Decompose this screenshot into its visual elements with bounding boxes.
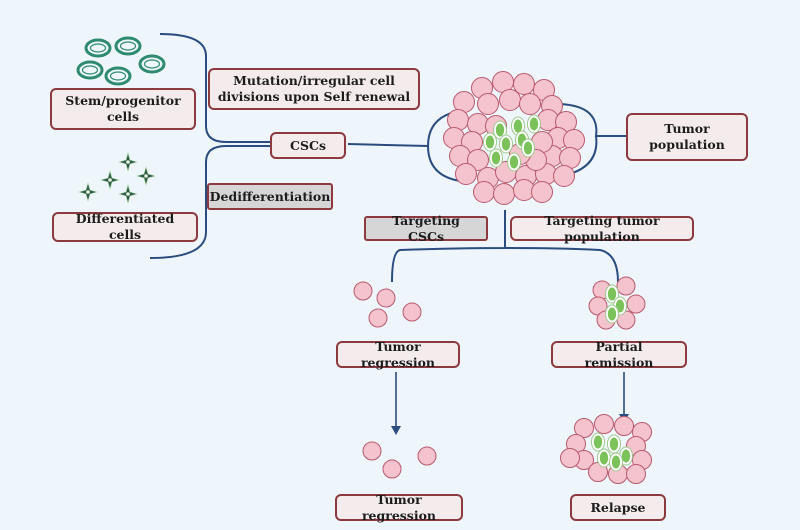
tumor-cell-icon: [626, 294, 646, 314]
cancer-stem-cell-icon: [597, 448, 611, 468]
differentiated-star-cell-icon: [99, 169, 121, 191]
tumor-cell-icon: [353, 281, 373, 301]
tumor-cell-icon: [563, 129, 585, 151]
tumor-cell-icon: [447, 109, 469, 131]
cscs-label: CSCs: [270, 132, 346, 159]
stem-cell-ring-icon: [114, 36, 142, 56]
stem-progenitor-label: Stem/progenitor cells: [50, 88, 196, 130]
tumor-cell-icon: [417, 446, 437, 466]
cancer-stem-cell-icon: [591, 432, 605, 452]
partial-remission-label: Partial remission: [551, 339, 687, 370]
regression-cells-upper: [353, 281, 422, 328]
regression-arrow-head: [391, 426, 401, 435]
targeting-cscs-label: Targeting CSCs: [364, 213, 488, 244]
tumor-cell-icon: [519, 93, 541, 115]
tumor-population-label: Tumor population: [626, 113, 748, 161]
tumor-cell-icon: [553, 165, 575, 187]
cancer-stem-cell-icon: [483, 132, 497, 152]
cancer-stem-cell-icon: [609, 452, 623, 472]
tumor-cell-icon: [499, 89, 521, 111]
tumor-regression-final-label: Tumor regression: [335, 492, 463, 523]
relapse-cluster: [560, 414, 652, 484]
tumor-cell-icon: [473, 181, 495, 203]
stem-cell-ring-icon: [84, 38, 112, 58]
differentiated-star-cell-icon: [77, 181, 99, 203]
differentiated-star-cell-icon: [117, 183, 139, 205]
tumor-cell-icon: [467, 149, 489, 171]
cancer-stem-cell-icon: [511, 116, 525, 136]
cancer-stem-cell-icon: [605, 284, 619, 304]
differentiated-cells-group: [77, 151, 157, 205]
tumor-cell-icon: [362, 441, 382, 461]
mutation-label: Mutation/irregular cell divisions upon S…: [208, 68, 420, 110]
csc-to-tumor-connector: [347, 143, 429, 147]
tumor-cell-icon: [477, 93, 499, 115]
tumor-cell-icon: [513, 73, 535, 95]
differentiated-star-cell-icon: [117, 151, 139, 173]
tumor-cell-icon: [560, 448, 580, 468]
relapse-label: Relapse: [570, 494, 666, 521]
stem-progenitor-cells: [76, 36, 166, 86]
dedifferentiation-label: Dedifferentiation: [207, 183, 333, 210]
partial-remission-cluster: [588, 276, 646, 330]
cancer-stem-cell-icon: [507, 152, 521, 172]
tumor-cell-icon: [376, 288, 396, 308]
tumor-cell-icon: [402, 302, 422, 322]
stem-cell-ring-icon: [76, 60, 104, 80]
cancer-stem-cell-icon: [499, 134, 513, 154]
tumor-cell-icon: [626, 464, 646, 484]
differentiated-cells-label: Differentiated cells: [52, 211, 198, 242]
targeting-tumor-label: Targeting tumor population: [510, 213, 694, 244]
tumor-cell-icon: [614, 416, 634, 436]
regression-cells-lower: [362, 441, 437, 479]
cancer-stem-cell-icon: [489, 148, 503, 168]
stem-bracket: [159, 33, 272, 143]
differentiated-star-cell-icon: [135, 165, 157, 187]
tumor-cell-icon: [594, 414, 614, 434]
cancer-stem-cell-icon: [521, 138, 535, 158]
stem-cell-ring-icon: [138, 54, 166, 74]
tumor-cell-icon: [531, 181, 553, 203]
cancer-stem-cell-icon: [493, 120, 507, 140]
differentiated-bracket: [149, 145, 272, 259]
tumor-cell-icon: [574, 418, 594, 438]
cancer-stem-cell-icon: [605, 304, 619, 324]
tumor-cell-icon: [455, 163, 477, 185]
tumor-cell-icon: [368, 308, 388, 328]
tumor-cell-icon: [616, 276, 636, 296]
cancer-stem-cell-icon: [607, 434, 621, 454]
tumor-cell-icon: [493, 183, 515, 205]
targeting-split-connector: [391, 210, 619, 283]
tumor-cell-icon: [382, 459, 402, 479]
tumor-regression-label: Tumor regression: [336, 339, 460, 370]
stem-cell-ring-icon: [104, 66, 132, 86]
tumor-population-cluster: [443, 71, 585, 205]
cancer-stem-cell-icon: [527, 114, 541, 134]
